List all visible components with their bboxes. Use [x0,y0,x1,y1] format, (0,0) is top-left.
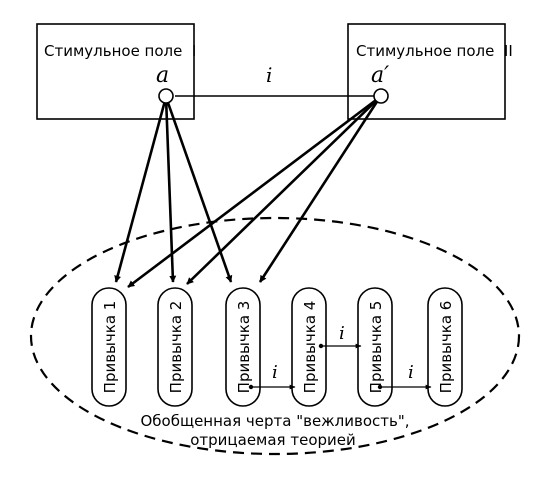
habit-4-capsule [291,287,327,407]
generalized-trait-ellipse [29,216,521,456]
caption-line-2: отрицаемая теорией [190,431,356,449]
habit-3-capsule [225,287,261,407]
habit-6: Привычка 6 [427,287,463,407]
point-a-prime [373,88,389,104]
stimulus-field-2-label: Стимульное поле II [356,42,513,60]
habit-1-capsule [91,287,127,407]
habit-2-capsule [157,287,193,407]
arrow-a-prime-to-habit-3 [258,96,382,283]
habit-link-dots [248,343,383,390]
habit-5-label: Привычка 5 [367,301,385,394]
stimulus-field-1-box [36,23,195,120]
habit-6-label: Привычка 6 [437,301,455,394]
habit-1-label: Привычка 1 [101,301,119,394]
habit-1: Привычка 1 [91,287,127,407]
stimulus-field-2-box [347,23,506,120]
arrows-from-a-prime [127,95,382,289]
habit-link-4-5-dot [318,343,324,349]
habits: Привычка 1 Привычка 2 Привычка 3 Привычк… [91,287,463,407]
point-a-label: a [156,63,169,88]
habit-3: Привычка 3 [225,287,261,407]
habit-2: Привычка 2 [157,287,193,407]
point-a-prime-label: a′ [371,63,389,88]
habit-link-4-5-label: i [339,323,345,344]
habit-5: Привычка 5 [357,287,393,407]
habit-link-3-4-label: i [272,362,278,383]
habit-link-5-6-dot [377,384,383,390]
habit-4-label: Привычка 4 [301,301,319,394]
habit-4: Привычка 4 [291,287,327,407]
habit-6-capsule [427,287,463,407]
association-link-label: i [266,63,272,87]
arrow-a-prime-to-habit-1 [127,95,381,289]
point-a [158,88,174,104]
stimulus-field-1-label: Стимульное поле I [44,42,196,60]
caption-line-1: Обобщенная черта "вежливость", [140,412,409,430]
habit-2-label: Привычка 2 [167,301,185,394]
habit-3-label: Привычка 3 [235,301,253,394]
arrow-a-to-habit-2 [164,96,177,283]
arrow-a-prime-to-habit-2 [186,96,381,285]
habit-links [252,343,432,390]
habit-link-5-6-label: i [408,362,414,383]
arrow-a-to-habit-1 [114,96,168,283]
habit-link-3-4-dot [248,384,254,390]
arrow-a-to-habit-3 [164,96,233,283]
